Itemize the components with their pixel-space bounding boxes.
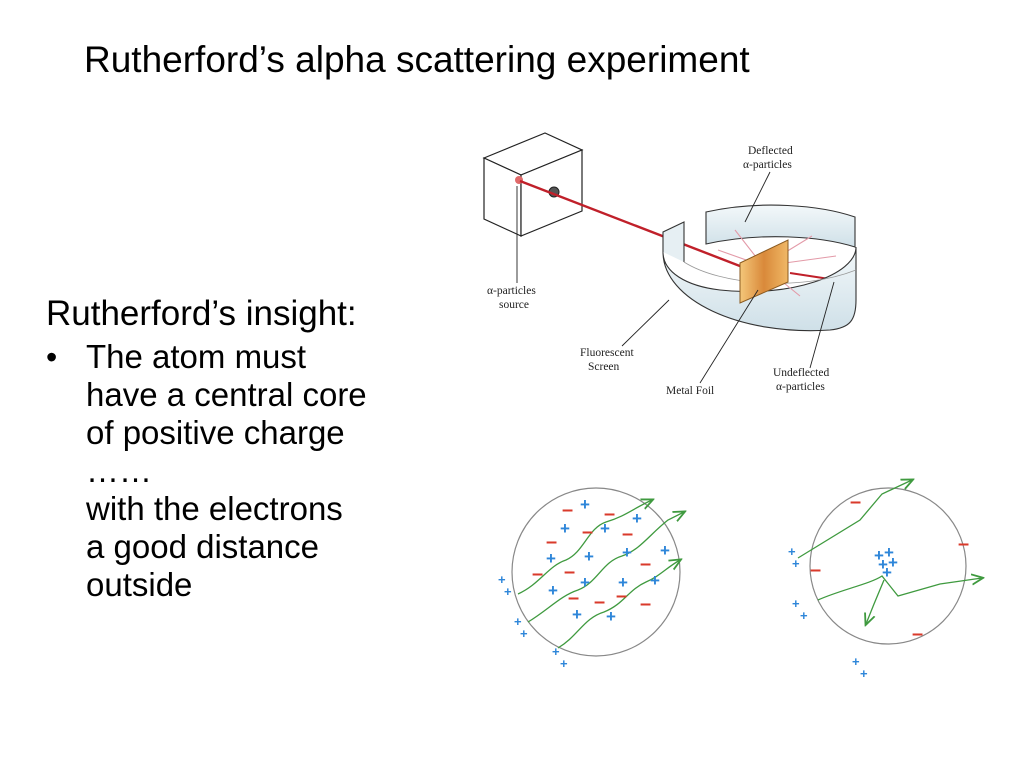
proton-sign: + xyxy=(548,581,558,600)
insight-heading: Rutherford’s insight: xyxy=(46,294,357,333)
bullet-text: The atom must have a central core of pos… xyxy=(86,338,367,604)
alpha-path xyxy=(527,512,684,623)
electron-sign: – xyxy=(640,553,651,575)
plum-pudding-model: – + – + + – + – – + + + + – – – + + + + … xyxy=(498,487,684,671)
bullet-line: have a central core xyxy=(86,376,367,413)
alpha-sign: + xyxy=(788,544,796,559)
alpha-sign: + xyxy=(560,656,568,671)
incoming-alphas: + + + + + + xyxy=(498,572,568,671)
alpha-sign: + xyxy=(498,572,506,587)
proton-sign: + xyxy=(572,605,582,624)
electron-sign: – xyxy=(604,503,615,525)
alpha-sign: + xyxy=(852,654,860,669)
proton-sign: + xyxy=(600,519,610,538)
bullet-line: …… xyxy=(86,452,152,489)
alpha-path-reflected xyxy=(866,579,885,624)
alpha-source-box xyxy=(482,132,584,237)
alpha-sign: + xyxy=(792,556,800,571)
electron-sign: – xyxy=(810,559,821,581)
electron-sign: – xyxy=(640,593,651,615)
proton-sign: + xyxy=(650,571,660,590)
proton-sign: + xyxy=(660,541,670,560)
nucleus-proton-sign: + xyxy=(888,553,898,572)
nucleus-proton-sign: + xyxy=(882,563,892,582)
alpha-sign: + xyxy=(520,626,528,641)
electron-sign: – xyxy=(568,587,579,609)
alpha-sign: + xyxy=(860,666,868,681)
bullet-mark: • xyxy=(46,339,58,375)
electron-sign: – xyxy=(582,521,593,543)
electron-sign: – xyxy=(622,523,633,545)
electron-sign: – xyxy=(564,561,575,583)
bullet-line: outside xyxy=(86,566,193,603)
label-source-word: source xyxy=(499,299,529,311)
bullet-line: with the electrons xyxy=(86,490,343,527)
metal-foil xyxy=(739,239,789,304)
incoming-alphas: + + + + + + xyxy=(788,544,868,681)
alpha-sign: + xyxy=(800,608,808,623)
electron-sign: – xyxy=(616,585,627,607)
electron-sign: – xyxy=(958,533,969,555)
nucleus: + + + + + xyxy=(874,543,898,582)
electron-sign: – xyxy=(850,491,861,513)
label-metal-foil: Metal Foil xyxy=(666,385,714,397)
proton-sign: + xyxy=(546,549,556,568)
nucleus-proton-sign: + xyxy=(878,555,888,574)
alpha-sign: + xyxy=(552,644,560,659)
electron-sign: – xyxy=(912,623,923,645)
label-fluorescent: Fluorescent xyxy=(580,347,634,359)
proton-sign: + xyxy=(618,573,628,592)
label-source: α-particles xyxy=(487,285,536,297)
bullet-line: a good distance xyxy=(86,528,320,565)
insight-bullet: • The atom must have a central core of p… xyxy=(46,338,466,604)
electron-sign: – xyxy=(532,563,543,585)
nucleus-proton-sign: + xyxy=(884,543,894,562)
proton-sign: + xyxy=(580,573,590,592)
electron-sign: – xyxy=(546,531,557,553)
atom-outline xyxy=(511,487,681,657)
label-undeflected-particles: α-particles xyxy=(776,381,825,393)
proton-sign: + xyxy=(606,607,616,626)
alpha-path xyxy=(557,560,680,649)
insight-text-block: Rutherford’s insight: • The atom must ha… xyxy=(46,292,466,604)
slide-title: Rutherford’s alpha scattering experiment xyxy=(84,39,750,80)
proton-sign: + xyxy=(560,519,570,538)
proton-sign: + xyxy=(584,547,594,566)
atom-outline xyxy=(809,487,967,645)
apparatus-diagram: Deflected α-particles α-particles source… xyxy=(482,132,857,397)
nuclear-model: + + + + + – – – – + + + + + + xyxy=(788,480,982,681)
bullet-line: of positive charge xyxy=(86,414,345,451)
proton-sign: + xyxy=(632,509,642,528)
alpha-path xyxy=(797,480,912,559)
fluorescent-screen xyxy=(662,204,857,332)
alpha-path xyxy=(817,576,982,601)
electron-sign: – xyxy=(562,499,573,521)
alpha-path xyxy=(517,500,652,595)
label-deflected-particles: α-particles xyxy=(743,159,792,171)
proton-sign: + xyxy=(580,495,590,514)
alpha-beam xyxy=(519,179,746,270)
pudding-charges: – + – + + – + – – + + + + – – – + + + + … xyxy=(532,495,670,626)
alpha-sign: + xyxy=(514,614,522,629)
label-leader-lines xyxy=(516,171,835,384)
label-deflected: Deflected xyxy=(748,145,793,157)
bullet-line: The atom must xyxy=(86,338,307,375)
label-undeflected: Undeflected xyxy=(773,367,829,379)
alpha-sign: + xyxy=(504,584,512,599)
electron-sign: – xyxy=(594,591,605,613)
label-screen: Screen xyxy=(588,361,620,373)
alpha-sign: + xyxy=(792,596,800,611)
proton-sign: + xyxy=(622,543,632,562)
nucleus-proton-sign: + xyxy=(874,546,884,565)
